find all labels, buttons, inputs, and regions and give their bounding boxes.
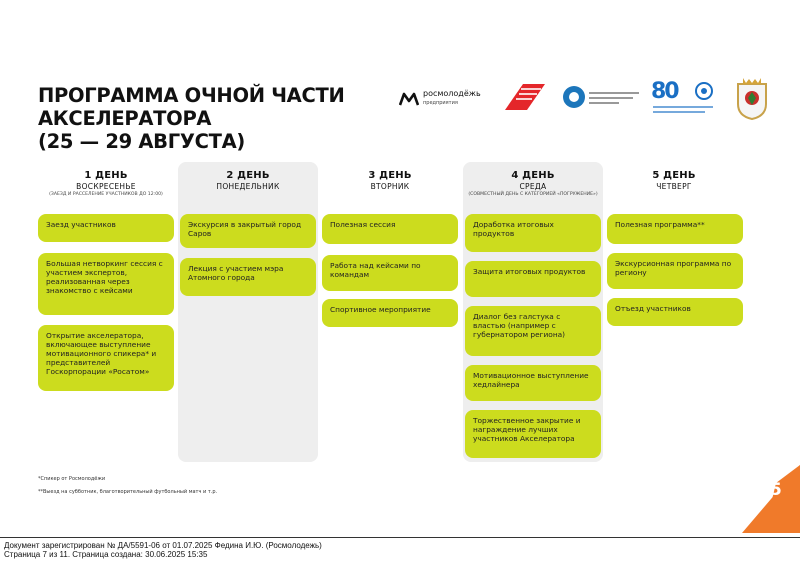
page-title: ПРОГРАММА ОЧНОЙ ЧАСТИ АКСЕЛЕРАТОРА (25 —… (38, 84, 378, 153)
day1-event-card: Открытие акселератора, включающее выступ… (38, 325, 174, 391)
registration-line-2: Страница 7 из 11. Страница создана: 30.0… (4, 550, 208, 559)
registration-divider (0, 537, 800, 538)
day4-event-card: Доработка итоговых продуктов (465, 214, 601, 252)
day3-weekday: ВТОРНИК (370, 182, 410, 191)
anniversary-80-logo: 80 (651, 79, 721, 119)
day4-event-card: Мотивационное выступление хедлайнера (465, 365, 601, 401)
title-line-1: ПРОГРАММА ОЧНОЙ ЧАСТИ (38, 84, 345, 107)
event-text: Отъезд участников (615, 304, 691, 313)
day2-event-card: Экскурсия в закрытый город Саров (180, 214, 316, 248)
red-brand-logo (501, 80, 551, 114)
day4-header: 4 ДЕНЬ СРЕДА (СОВМЕСТНЫЙ ДЕНЬ С КАТЕГОРИ… (463, 170, 603, 198)
event-text: Работа над кейсами по командам (330, 261, 421, 279)
partner-logos: росмолодёжь предприятия 80 (395, 76, 775, 126)
registration-line-1: Документ зарегистрирован № ДА/5591-06 от… (4, 541, 322, 550)
event-text: Экскурсионная программа по региону (615, 259, 732, 277)
event-text: Доработка итоговых продуктов (473, 220, 554, 238)
day5-weekday: ЧЕТВЕРГ (656, 182, 692, 191)
day1-event-card: Заезд участников (38, 214, 174, 242)
day4-event-card: Диалог без галстука с властью (например … (465, 306, 601, 356)
event-text: Экскурсия в закрытый город Саров (188, 220, 302, 238)
day2-title: 2 ДЕНЬ (226, 170, 270, 181)
title-line-2: АКСЕЛЕРАТОРА (38, 107, 212, 130)
page-number-badge (742, 465, 800, 533)
footnote-2: **Выезд на субботник, благотворительный … (38, 489, 218, 495)
event-text: Открытие акселератора, включающее выступ… (46, 331, 157, 376)
day2-event-card: Лекция с участием мэра Атомного города (180, 258, 316, 296)
day3-title: 3 ДЕНЬ (368, 170, 412, 181)
event-text: Полезная сессия (330, 220, 396, 229)
event-text: Спортивное мероприятие (330, 305, 431, 314)
event-text: Мотивационное выступление хедлайнера (473, 371, 589, 389)
day3-event-card: Спортивное мероприятие (322, 299, 458, 327)
event-text: Торжественное закрытие и награждение луч… (473, 416, 581, 443)
day5-header: 5 ДЕНЬ ЧЕТВЕРГ (604, 170, 744, 191)
rosmolodezh-mark-icon (399, 92, 419, 106)
anniversary-number: 80 (651, 79, 680, 104)
rosatom-logo (563, 84, 643, 112)
day3-header: 3 ДЕНЬ ВТОРНИК (320, 170, 460, 191)
event-text: Большая нетворкинг сессия с участием экс… (46, 259, 163, 295)
coat-of-arms-icon (735, 76, 769, 121)
day3-event-card: Полезная сессия (322, 214, 458, 244)
rosatom-circle-icon (563, 86, 585, 108)
day5-event-card: Отъезд участников (607, 298, 743, 326)
day4-note: (СОВМЕСТНЫЙ ДЕНЬ С КАТЕГОРИЕЙ «ПОГРУЖЕНИ… (468, 192, 598, 197)
day4-title: 4 ДЕНЬ (511, 170, 555, 181)
day4-weekday: СРЕДА (519, 182, 547, 191)
day1-event-card: Большая нетворкинг сессия с участием экс… (38, 253, 174, 315)
day5-event-card: Полезная программа** (607, 214, 743, 244)
event-text: Заезд участников (46, 220, 116, 229)
event-text: Защита итоговых продуктов (473, 267, 586, 276)
registration-stamp: Документ зарегистрирован № ДА/5591-06 от… (4, 541, 322, 559)
day3-event-card: Работа над кейсами по командам (322, 255, 458, 291)
event-text: Диалог без галстука с властью (например … (473, 312, 566, 339)
day5-event-card: Экскурсионная программа по региону (607, 253, 743, 289)
day2-header: 2 ДЕНЬ ПОНЕДЕЛЬНИК (178, 170, 318, 191)
day4-event-card: Торжественное закрытие и награждение луч… (465, 410, 601, 458)
day1-note: (ЗАЕЗД И РАССЕЛЕНИЕ УЧАСТНИКОВ ДО 12:00) (49, 192, 163, 197)
day4-event-card: Защита итоговых продуктов (465, 261, 601, 297)
footnote-1: *Спикер от Росмолодёжи (38, 476, 106, 482)
day1-header: 1 ДЕНЬ ВОСКРЕСЕНЬЕ (ЗАЕЗД И РАССЕЛЕНИЕ У… (36, 170, 176, 198)
event-text: Лекция с участием мэра Атомного города (188, 264, 284, 282)
day2-weekday: ПОНЕДЕЛЬНИК (216, 182, 280, 191)
footnotes: *Спикер от Росмолодёжи **Выезд на суббот… (38, 476, 217, 502)
day5-title: 5 ДЕНЬ (652, 170, 696, 181)
event-text: Полезная программа** (615, 220, 705, 229)
rosmolodezh-logo: росмолодёжь предприятия (399, 88, 491, 110)
rosmolodezh-logo-text: росмолодёжь (423, 89, 481, 98)
day1-title: 1 ДЕНЬ (84, 170, 128, 181)
day2-column-shade (178, 162, 318, 462)
rosmolodezh-logo-subtext: предприятия (423, 100, 458, 106)
slide: ПРОГРАММА ОЧНОЙ ЧАСТИ АКСЕЛЕРАТОРА (25 —… (36, 76, 800, 533)
page-number: 5 (770, 480, 782, 500)
anniversary-ring-icon (695, 82, 713, 100)
day1-weekday: ВОСКРЕСЕНЬЕ (76, 182, 136, 191)
title-line-3: (25 — 29 АВГУСТА) (38, 130, 245, 153)
